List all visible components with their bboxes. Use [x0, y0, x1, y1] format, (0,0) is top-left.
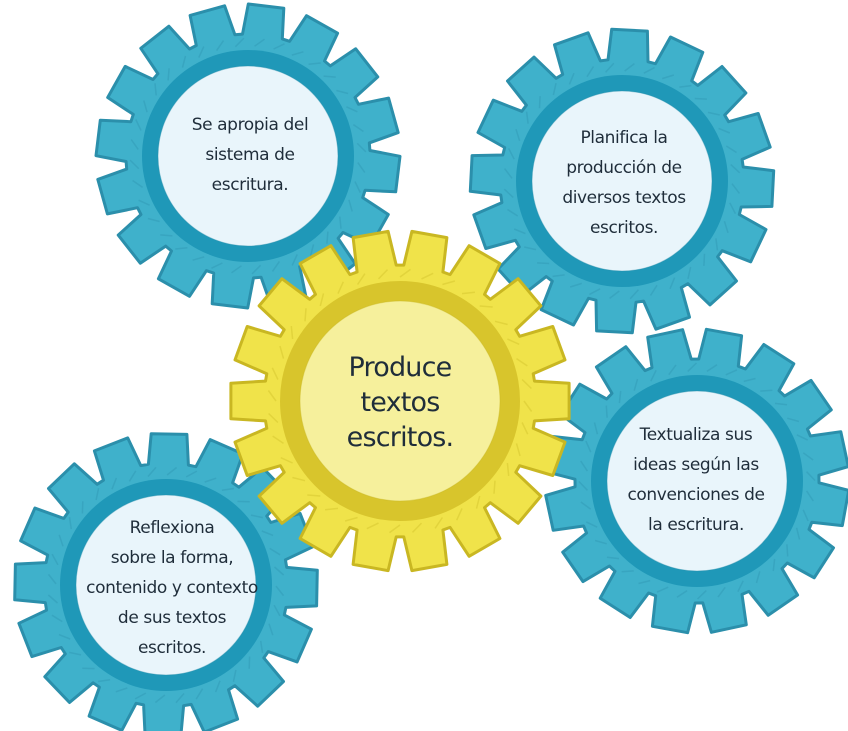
gear-center	[229, 229, 571, 573]
gear-bottom-left	[13, 432, 319, 731]
gear-top-left-center-disc	[157, 65, 339, 247]
gear-bottom-left-label: Reflexiona sobre la forma, contenido y c…	[86, 518, 258, 658]
gear-top-right-label: Planifica la producción de diversos text…	[562, 128, 686, 238]
gear-top-right	[468, 27, 776, 335]
gear-top-left	[94, 2, 402, 310]
gear-bottom-left-center-disc	[75, 494, 257, 676]
gear-center-center-disc	[299, 300, 501, 502]
gear-top-right-center-disc	[531, 90, 713, 272]
gear-top-left-label: Se apropia del sistema de escritura.	[191, 115, 309, 195]
gear-right	[543, 327, 848, 635]
gear-right-label: Textualiza sus ideas según las convencio…	[627, 425, 765, 535]
gear-right-center-disc	[606, 390, 788, 572]
gear-center-label: Produce textos escritos.	[346, 351, 454, 453]
